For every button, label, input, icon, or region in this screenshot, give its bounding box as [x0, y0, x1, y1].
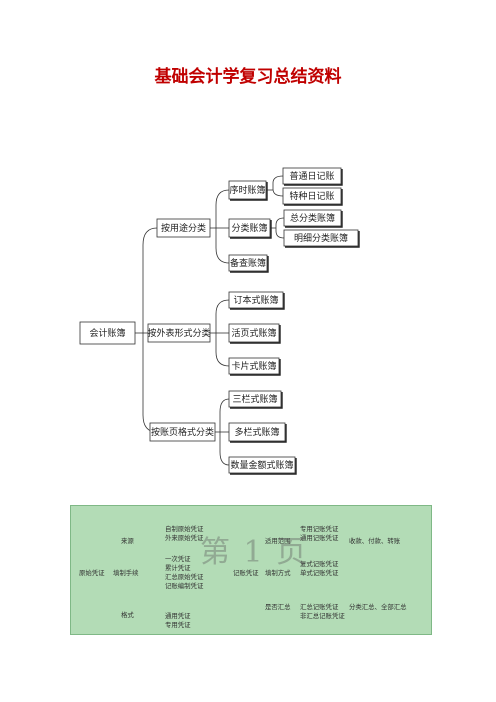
- summary-types: 分类汇总、全部汇总: [349, 603, 407, 611]
- fill-method-item: 复式记账凭证: [300, 560, 339, 568]
- format-item: 专用凭证: [165, 621, 191, 629]
- leaf-label: 特种日记账: [289, 190, 334, 202]
- leaf-label: 卡片式账簿: [231, 360, 276, 372]
- scope-types: 收款、付款、转账: [349, 537, 401, 545]
- leaf-label: 明细分类账簿: [294, 232, 348, 244]
- fill-procedure-label: 填制手续: [113, 569, 139, 577]
- summary-item: 汇总记账凭证: [300, 603, 339, 611]
- leaf-label: 数量金额式账簿: [230, 459, 293, 471]
- account-book-tree-diagram: 会计账簿 按用途分类 按外表形式分类 按账页格式分类 序时账簿 分类账簿 备查账…: [79, 167, 360, 475]
- leaf-label: 普通日记账: [289, 170, 334, 182]
- leaf-label: 订本式账簿: [233, 294, 278, 306]
- branch-label-format: 按账页格式分类: [151, 426, 214, 438]
- scope-item: 专用记账凭证: [300, 525, 339, 533]
- branch-box-form: [147, 323, 211, 343]
- branch-box-usage: [156, 218, 211, 238]
- fill-item: 累计凭证: [165, 564, 191, 572]
- scope-item: 通用记账凭证: [300, 534, 339, 542]
- branch-box-format: [149, 422, 216, 442]
- fill-method-label: 填制方式: [265, 569, 291, 577]
- fill-item: 记账编制凭证: [165, 582, 204, 590]
- fill-item: 汇总原始凭证: [165, 573, 204, 581]
- original-voucher-label: 原始凭证: [79, 569, 105, 577]
- summary-item: 非汇总记账凭证: [300, 612, 345, 620]
- leaf-label: 序时账簿: [229, 184, 265, 196]
- leaf-label: 多栏式账簿: [234, 426, 279, 438]
- fill-method-item: 单式记账凭证: [300, 569, 339, 577]
- source-item: 自制原始凭证: [165, 525, 204, 533]
- root-box: [79, 321, 136, 345]
- summary-label: 是否汇总: [265, 603, 291, 611]
- voucher-summary-table: 来源 自制原始凭证 外来原始凭证 原始凭证 填制手续 一次凭证 累计凭证 汇总原…: [70, 505, 432, 635]
- page-title: 基础会计学复习总结资料: [154, 67, 342, 87]
- format-item: 通用凭证: [165, 612, 191, 620]
- page-number-watermark: 第 1 页: [200, 535, 309, 570]
- leaf-label: 分类账簿: [231, 222, 267, 234]
- source-item: 外来原始凭证: [165, 534, 204, 542]
- leaf-label: 总分类账簿: [290, 212, 335, 224]
- leaf-label: 三栏式账簿: [232, 393, 277, 405]
- leaf-label: 活页式账簿: [231, 327, 276, 339]
- accounting-voucher-label: 记账凭证: [233, 569, 259, 577]
- source-label: 来源: [121, 537, 134, 545]
- format-label: 格式: [121, 611, 134, 619]
- scope-label: 适用范围: [265, 537, 291, 545]
- branch-label-usage: 按用途分类: [161, 222, 206, 234]
- branch-label-form: 按外表形式分类: [147, 327, 210, 339]
- fill-item: 一次凭证: [165, 555, 191, 563]
- leaf-label: 备查账簿: [230, 257, 266, 269]
- root-label: 会计账簿: [89, 327, 125, 339]
